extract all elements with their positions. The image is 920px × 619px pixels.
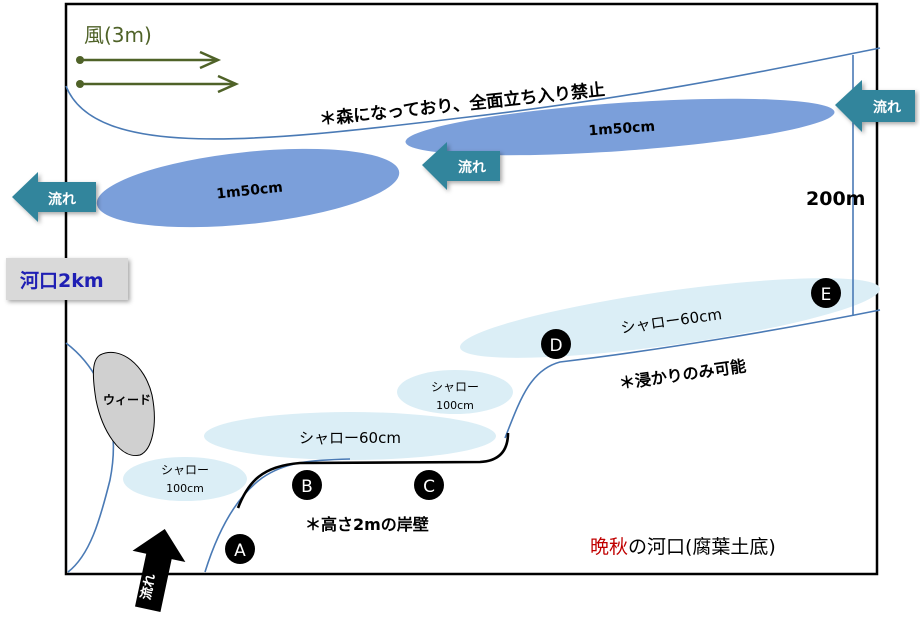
deep-lower-label: 1m50cm — [216, 180, 284, 203]
point-a: A — [225, 534, 255, 564]
svg-text:C: C — [423, 477, 435, 497]
point-d: D — [541, 329, 571, 359]
flow-label: 流れ — [138, 572, 159, 601]
flow-arrow-right-edge: 流れ — [835, 80, 915, 132]
forest-bank-line — [65, 47, 881, 140]
bank-wall-note: ＊高さ2mの岸壁 — [305, 515, 429, 534]
shallow-left-depth: 100cm — [166, 482, 204, 495]
shallow-left — [123, 457, 247, 501]
deep-zone-upper — [405, 98, 835, 156]
weed-patch — [92, 351, 155, 456]
flow-arrow-center: 流れ — [422, 142, 500, 190]
svg-text:D: D — [549, 336, 562, 356]
point-c: C — [414, 470, 444, 500]
flow-label: 流れ — [48, 191, 76, 208]
weed-label: ウィード — [103, 393, 151, 407]
wind-arrows — [80, 50, 240, 94]
point-e: E — [811, 278, 841, 308]
svg-text:B: B — [301, 477, 313, 497]
svg-text:A: A — [234, 541, 246, 561]
wading-note: ＊浸かりのみ可能 — [618, 356, 747, 393]
deep-zone-lower — [96, 148, 400, 228]
flow-arrow-inflow: 流れ — [132, 529, 186, 612]
shallow-mid-depth: 100cm — [436, 399, 474, 412]
title-rest: の河口(腐葉土底) — [628, 536, 776, 558]
bank-wall-line — [236, 432, 510, 509]
shallow-long — [204, 412, 496, 460]
deep-upper-label: 1m50cm — [588, 119, 656, 140]
lower-bank-line — [504, 309, 881, 439]
flow-label: 流れ — [458, 159, 486, 176]
wind-label: 風(3m) — [84, 23, 152, 47]
wind-arrow-dot — [76, 56, 84, 64]
right-channel-line — [204, 458, 351, 573]
title-season: 晩秋 — [590, 536, 628, 558]
flow-arrow-left-edge: 流れ — [12, 172, 96, 222]
shallow-left-label: シャロー — [161, 463, 209, 477]
point-b: B — [292, 470, 322, 500]
shallow-mid-label: シャロー — [431, 380, 479, 394]
wind-arrow-dot — [76, 80, 84, 88]
width-label: 200m — [806, 188, 865, 210]
map-title: 晩秋の河口(腐葉土底) — [590, 536, 776, 558]
estuary-label: 河口2km — [20, 270, 104, 292]
shallow-mid — [397, 370, 513, 414]
estuary-label-box — [6, 258, 128, 300]
svg-text:E: E — [821, 285, 832, 305]
shallow-long-label: シャロー60cm — [299, 429, 401, 447]
flow-label: 流れ — [873, 99, 901, 116]
